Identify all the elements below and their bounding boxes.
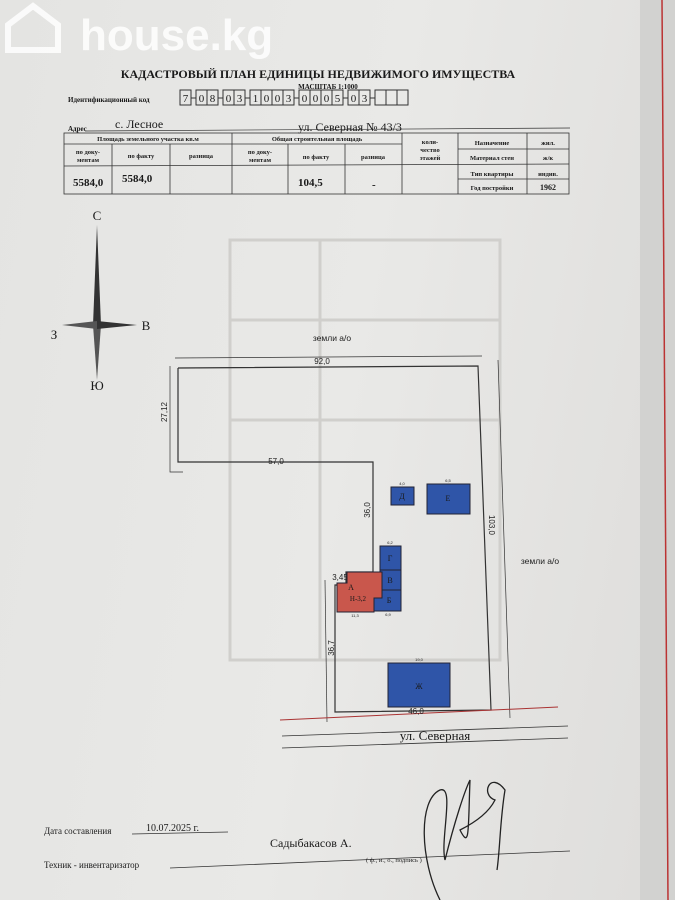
year-label: Год постройки — [471, 185, 514, 192]
land-docs-value: 5584,0 — [73, 177, 104, 189]
watermark-logo: house.kg — [5, 2, 273, 60]
id-code-digit: 5 — [335, 93, 341, 105]
signature-hint: ( ф., и., о., подпись ) — [366, 857, 422, 864]
id-code-digit-box — [385, 89, 398, 106]
col-by-docs: по доку- — [248, 149, 272, 156]
technician-name: Садыбакасов А. — [270, 836, 352, 850]
svg-text:6,5: 6,5 — [445, 478, 451, 483]
address-village: с. Лесное — [115, 117, 163, 131]
svg-text:6,2: 6,2 — [387, 540, 393, 545]
id-code-digit: 3 — [362, 93, 368, 105]
house-icon — [5, 2, 61, 53]
year-value: 1962 — [540, 183, 556, 192]
purpose-value: жил. — [541, 140, 555, 147]
east-label: В — [142, 318, 151, 333]
id-code-digit: 0 — [199, 93, 205, 105]
page-edge — [640, 0, 675, 900]
address-label: Адрес — [68, 125, 87, 133]
apt-type-label: Тип квартиры — [471, 171, 514, 178]
compass-rose: С Ю З В — [51, 208, 151, 393]
building-a-label: А — [348, 583, 354, 592]
col-by-fact: по факту — [303, 154, 330, 161]
building-zh-label: Ж — [415, 682, 423, 691]
building-fact-value: 104,5 — [298, 177, 323, 189]
id-code-digit: 7 — [183, 93, 189, 105]
id-code-digit: 0 — [226, 93, 232, 105]
col-diff: разница — [189, 153, 214, 160]
id-code-digit-box — [374, 89, 387, 106]
col-by-docs: ментам — [77, 157, 100, 164]
svg-text:4,0: 4,0 — [399, 481, 405, 486]
buildings — [336, 483, 471, 708]
id-code-digit: 0 — [324, 93, 330, 105]
svg-text:57,0: 57,0 — [268, 457, 284, 466]
svg-text:6,9: 6,9 — [385, 612, 391, 617]
technician-label: Техник - инвентаризатор — [44, 860, 140, 870]
land-area-header: Площадь земельного участка кв.м — [97, 136, 199, 143]
building-a-height: Н-3,2 — [350, 595, 367, 603]
north-neighbor-label: земли а/о — [313, 333, 352, 343]
svg-text:46,0: 46,0 — [408, 707, 424, 716]
id-code-digit: 0 — [275, 93, 281, 105]
id-code-label: Идентификационный код — [68, 96, 150, 104]
building-b-label: Б — [387, 596, 392, 605]
id-code-digit: 0 — [351, 93, 357, 105]
svg-text:11,3: 11,3 — [351, 613, 359, 618]
street-label: ул. Северная — [400, 728, 471, 743]
col-diff: разница — [361, 154, 386, 161]
date-value: 10.07.2025 г. — [146, 823, 199, 834]
id-code-digit: 0 — [264, 93, 270, 105]
svg-text:19,0: 19,0 — [415, 657, 424, 662]
building-area-header: Общая строительная площадь — [272, 136, 363, 143]
col-floors: чество — [420, 147, 439, 154]
info-table — [63, 132, 570, 195]
south-label: Ю — [90, 378, 103, 393]
red-edge-line — [661, 0, 669, 900]
col-floors: коли- — [422, 139, 438, 146]
id-code-digit: 3 — [237, 93, 243, 105]
col-floors: этажей — [420, 155, 441, 162]
id-code-digit: 1 — [253, 93, 259, 105]
building-d-label: Д — [399, 492, 405, 501]
id-code-digit-box — [396, 89, 409, 106]
id-code-digit: 8 — [210, 93, 216, 105]
purpose-label: Назначение — [475, 140, 510, 147]
col-by-docs: по доку- — [76, 149, 100, 156]
faint-show-through — [228, 238, 502, 662]
svg-text:27,12: 27,12 — [160, 401, 169, 422]
document-title: КАДАСТРОВЫЙ ПЛАН ЕДИНИЦЫ НЕДВИЖИМОГО ИМУ… — [121, 67, 516, 81]
building-g-label: Г — [388, 554, 393, 563]
id-code-digit: 0 — [313, 93, 319, 105]
svg-text:36,7: 36,7 — [327, 640, 336, 656]
signature — [423, 779, 506, 900]
building-v-label: В — [387, 576, 392, 585]
land-fact-value: 5584,0 — [122, 173, 153, 185]
svg-text:92,0: 92,0 — [314, 357, 330, 366]
walls-label: Материал стен — [470, 155, 514, 162]
building-diff-value: - — [372, 179, 376, 191]
scale: МАСШТАБ 1:1000 — [298, 83, 358, 91]
id-code-digit: 3 — [286, 93, 292, 105]
date-label: Дата составления — [44, 826, 111, 836]
col-by-fact: по факту — [128, 153, 155, 160]
apt-type-value: индив. — [538, 171, 558, 178]
col-by-docs: ментам — [249, 157, 272, 164]
svg-text:36,0: 36,0 — [363, 502, 372, 518]
id-code-digit: 0 — [302, 93, 308, 105]
west-label: З — [51, 327, 58, 342]
address-street: ул. Северная № 43/3 — [298, 120, 402, 134]
east-neighbor-label: земли а/о — [521, 556, 560, 566]
walls-value: ж/к — [543, 155, 554, 162]
svg-text:house.kg: house.kg — [80, 11, 273, 60]
building-e-label: Е — [446, 494, 451, 503]
plot-dimensions: 92,0 27,12 57,0 36,0 103,0 3,45 36,7 46,… — [160, 357, 496, 716]
svg-text:3,45: 3,45 — [332, 573, 348, 582]
svg-text:103,0: 103,0 — [487, 515, 496, 536]
north-label: С — [93, 208, 102, 223]
